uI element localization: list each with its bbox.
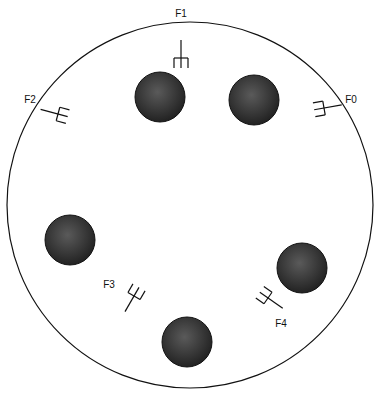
- fork-symbols: [39, 40, 343, 315]
- point-label: F3: [103, 279, 115, 291]
- point-label: F0: [345, 94, 357, 106]
- dish-outline: [7, 22, 373, 388]
- point-label: F4: [275, 318, 287, 330]
- colony-spots: [45, 72, 327, 367]
- point-label: F1: [175, 8, 187, 20]
- point-label: F2: [24, 94, 36, 106]
